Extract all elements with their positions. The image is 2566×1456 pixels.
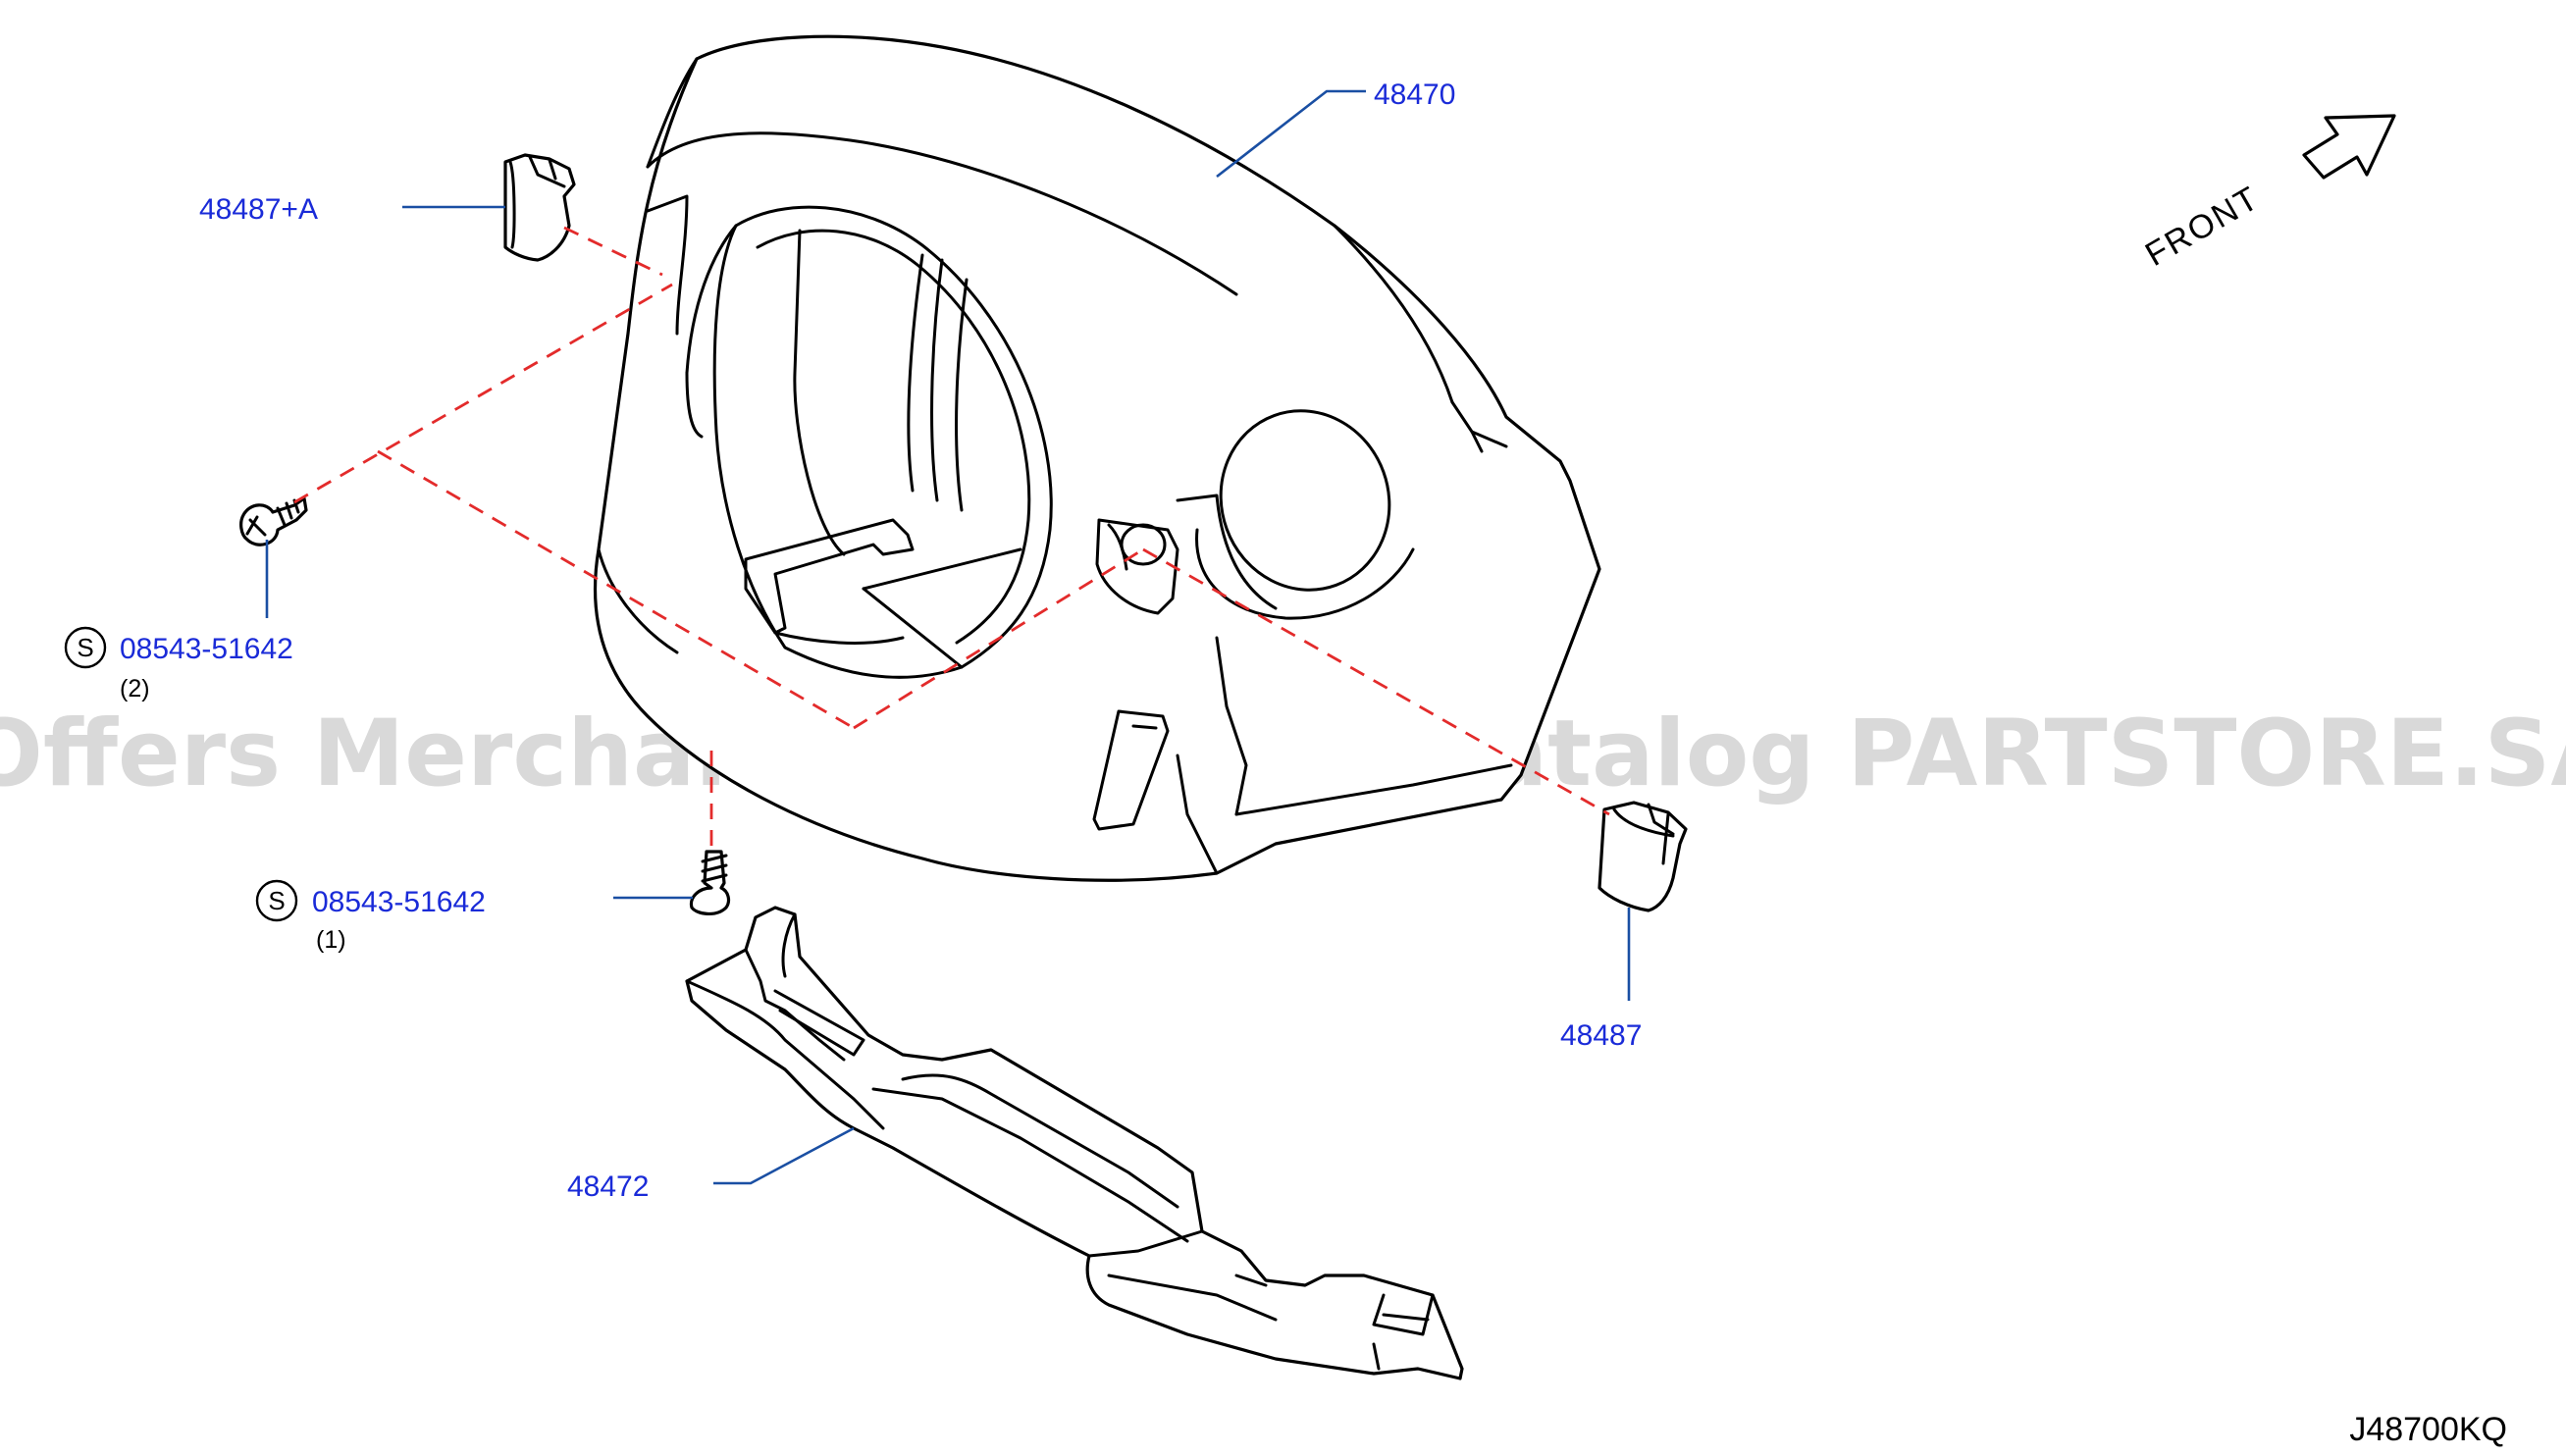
cap-right <box>1597 801 1688 912</box>
front-indicator: FRONT <box>2139 114 2396 274</box>
leader-lines <box>265 89 1631 1185</box>
column-cover-lower <box>685 906 1464 1380</box>
standard-part-symbol-icon <box>255 879 298 922</box>
dash-cap-right <box>1142 547 1610 816</box>
svg-text:S: S <box>268 886 285 915</box>
assembly-lines <box>293 226 1610 852</box>
standard-part-symbol-icon <box>64 626 107 669</box>
screw-lower-part-number[interactable]: 08543-51642 <box>312 886 486 918</box>
front-direction-arrow-icon <box>2302 114 2396 180</box>
front-label: FRONT <box>2139 179 2266 273</box>
callout-screw-left[interactable]: S 08543-51642 (2) <box>64 626 293 702</box>
dash-screw-left-lower <box>377 449 855 730</box>
screw-left-qty: (2) <box>120 675 150 702</box>
svg-text:S: S <box>77 633 93 662</box>
screw-left <box>239 496 308 546</box>
cap-left <box>503 153 576 262</box>
leader-48472 <box>713 1126 855 1185</box>
dash-center-boss <box>853 547 1144 730</box>
callout-48487[interactable]: 48487 <box>1560 1019 1642 1052</box>
column-cover-upper <box>593 34 1601 882</box>
dash-cap-left <box>563 226 663 277</box>
callout-48472[interactable]: 48472 <box>567 1170 649 1203</box>
callout-48487a[interactable]: 48487+A <box>199 193 318 226</box>
callout-screw-lower[interactable]: S 08543-51642 (1) <box>255 879 486 954</box>
screw-lower <box>689 850 731 915</box>
screw-lower-qty: (1) <box>316 926 346 954</box>
screw-left-part-number[interactable]: 08543-51642 <box>120 633 293 665</box>
callout-48470[interactable]: 48470 <box>1374 78 1455 111</box>
diagram-code: J48700KQ <box>2349 1411 2507 1448</box>
leader-48470 <box>1216 89 1366 179</box>
dash-screw-left-upper <box>293 283 673 504</box>
